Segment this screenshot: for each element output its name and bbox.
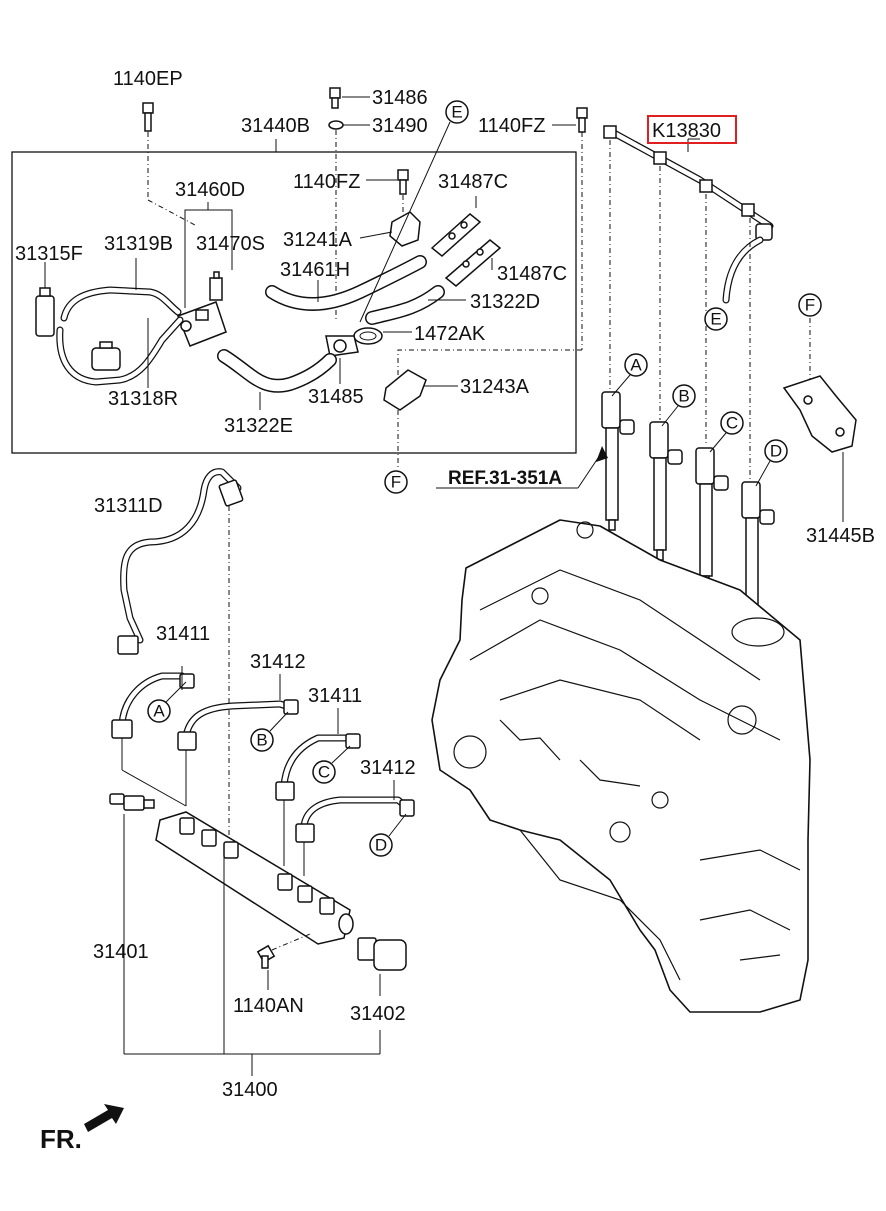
engine-block [431, 519, 811, 1013]
callout-C-injector: C [720, 411, 744, 435]
callout-F-right: F [798, 293, 822, 317]
label-31411-b: 31411 [308, 685, 362, 707]
label-31243A: 31243A [460, 376, 530, 398]
injection-pipe-31412-B[interactable] [295, 796, 415, 843]
label-31412-b: 31412 [360, 757, 416, 779]
label-front: FR. [40, 1124, 82, 1154]
hose-31322D[interactable] [365, 285, 445, 325]
tube-31319B[interactable] [60, 286, 182, 322]
label-1140FZ-inner: 1140FZ [293, 171, 360, 193]
label-1140FZ-top: 1140FZ [478, 115, 545, 137]
callout-B-injector: B [672, 384, 696, 408]
bolt-1140EP[interactable] [142, 102, 154, 132]
label-31400: 31400 [222, 1079, 278, 1101]
svg-text:F: F [391, 473, 401, 492]
label-ref-31-351A: REF.31-351A [448, 468, 562, 489]
label-31487C-b: 31487C [497, 263, 567, 285]
front-direction-arrow [84, 1104, 124, 1132]
bolt-1140AN[interactable] [256, 944, 276, 969]
label-31322D: 31322D [470, 291, 540, 313]
callout-E-top: E [445, 100, 469, 124]
label-31460D: 31460D [175, 179, 245, 201]
callout-D-pipe: D [369, 833, 393, 857]
svg-text:C: C [726, 414, 738, 433]
bracket-31445B[interactable] [782, 375, 857, 453]
label-31440B: 31440B [241, 115, 310, 137]
label-1140EP: 1140EP [113, 68, 183, 90]
label-31322E: 31322E [224, 415, 293, 437]
svg-text:E: E [710, 310, 721, 329]
label-31487C-a: 31487C [438, 171, 508, 193]
label-31311D: 31311D [94, 495, 163, 517]
bolt-1140FZ-inner[interactable] [397, 169, 409, 195]
pressure-control-valve-31402[interactable] [357, 937, 407, 971]
svg-text:D: D [375, 836, 387, 855]
svg-text:B: B [256, 731, 267, 750]
return-hose[interactable] [722, 236, 764, 304]
label-31318R: 31318R [108, 388, 178, 410]
svg-text:B: B [678, 387, 689, 406]
valve-31460D[interactable] [177, 301, 227, 347]
callout-A-pipe: A [147, 699, 171, 723]
connector-31487C-b[interactable] [444, 239, 502, 287]
pressure-sensor[interactable] [91, 341, 121, 371]
callout-F-bottom: F [384, 470, 408, 494]
label-31319B: 31319B [104, 233, 173, 255]
label-31445B: 31445B [806, 525, 875, 547]
label-31412-a: 31412 [250, 651, 306, 673]
label-31485: 31485 [308, 386, 364, 408]
callout-B-pipe: B [250, 728, 274, 752]
injection-pipe-31411-A[interactable] [111, 672, 195, 739]
callout-C-pipe: C [312, 760, 336, 784]
svg-text:A: A [153, 702, 165, 721]
bolt-31486[interactable] [329, 87, 341, 109]
injector-3[interactable] [695, 447, 729, 587]
connector-31487C-a[interactable] [430, 213, 482, 257]
label-31490: 31490 [372, 115, 428, 137]
hose-31322E[interactable] [217, 349, 337, 393]
callout-D-injector: D [764, 439, 788, 463]
label-31315F: 31315F [15, 243, 83, 265]
label-31241A: 31241A [283, 229, 353, 251]
svg-text:A: A [630, 356, 642, 375]
ref-arrow [436, 446, 608, 489]
fitting-31485[interactable] [325, 335, 359, 357]
injection-pipe-31411-B[interactable] [275, 733, 361, 801]
label-1140AN: 1140AN [233, 995, 304, 1017]
svg-text:C: C [318, 763, 330, 782]
svg-text:F: F [805, 296, 815, 315]
fuel-return-rail-K13830[interactable] [603, 125, 774, 241]
label-31486: 31486 [372, 87, 428, 109]
injection-pipe-31412-A[interactable] [177, 699, 299, 751]
svg-text:D: D [770, 442, 782, 461]
filter-31315F[interactable] [35, 287, 55, 337]
injector-4[interactable] [741, 481, 775, 621]
tube-31318R[interactable] [56, 316, 184, 386]
label-31401: 31401 [93, 941, 149, 963]
injector-1[interactable] [601, 391, 635, 531]
bracket-31241A[interactable] [389, 211, 421, 247]
label-K13830: K13830 [652, 120, 721, 142]
callout-E-rail: E [704, 307, 728, 331]
bolt-1140FZ-top[interactable] [576, 107, 588, 133]
label-31461H: 31461H [280, 259, 350, 281]
injector-2[interactable] [649, 421, 683, 561]
hose-31461H[interactable] [265, 255, 427, 311]
highlight-box-K13830 [647, 115, 737, 144]
assembly-box-31440B [11, 151, 577, 454]
sensor-31470S[interactable] [209, 271, 223, 301]
label-31402: 31402 [350, 1003, 406, 1025]
callout-A-injector: A [624, 353, 648, 377]
label-31470S: 31470S [196, 233, 265, 255]
bracket-31243A[interactable] [383, 369, 427, 411]
svg-text:E: E [451, 103, 462, 122]
rail-pressure-sensor-31401[interactable] [109, 793, 155, 811]
label-1472AK: 1472AK [414, 323, 486, 345]
washer-31490[interactable] [328, 120, 344, 130]
common-rail-31400[interactable] [155, 811, 354, 945]
injection-pipe-31311D[interactable] [117, 468, 244, 655]
clamp-1472AK[interactable] [353, 327, 383, 345]
label-31411-a: 31411 [156, 623, 210, 645]
